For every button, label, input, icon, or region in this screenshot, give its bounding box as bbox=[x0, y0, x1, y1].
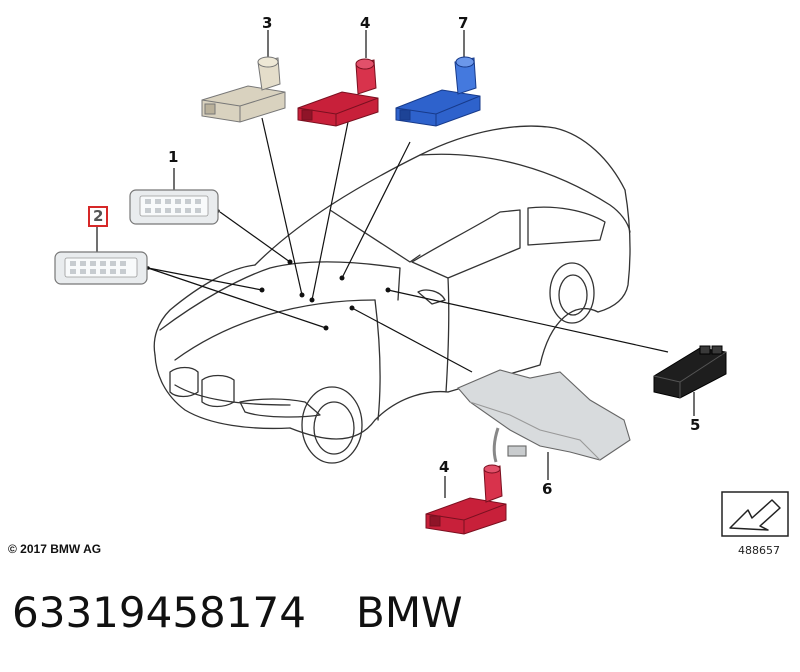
callout-6: 6 bbox=[542, 480, 553, 498]
part-6-bracket bbox=[457, 369, 631, 463]
car-outline bbox=[153, 125, 631, 464]
callout-4-top: 4 bbox=[360, 14, 371, 32]
reference-symbol bbox=[721, 491, 789, 537]
part-1-led-light bbox=[129, 189, 219, 225]
callout-4-bottom: 4 bbox=[439, 458, 450, 476]
callout-5: 5 bbox=[690, 416, 701, 434]
part-3-beige-connector bbox=[201, 56, 286, 123]
part-number: 63319458174 bbox=[12, 588, 306, 637]
part-2-led-light bbox=[54, 251, 148, 285]
diagram-number: 488657 bbox=[738, 544, 780, 557]
leader-lines bbox=[96, 30, 695, 498]
brand-name: BMW bbox=[356, 588, 463, 637]
part-7-blue-connector bbox=[395, 56, 481, 127]
callout-7: 7 bbox=[458, 14, 469, 32]
part-4-red-connector-top bbox=[297, 58, 379, 127]
part-4-red-connector-bottom bbox=[425, 464, 507, 535]
part-5-black-module bbox=[653, 345, 727, 399]
callout-2: 2 bbox=[88, 206, 109, 227]
leader-dots bbox=[146, 209, 391, 331]
callout-1: 1 bbox=[168, 148, 179, 166]
copyright-text: © 2017 BMW AG bbox=[8, 542, 102, 556]
callout-3: 3 bbox=[262, 14, 273, 32]
